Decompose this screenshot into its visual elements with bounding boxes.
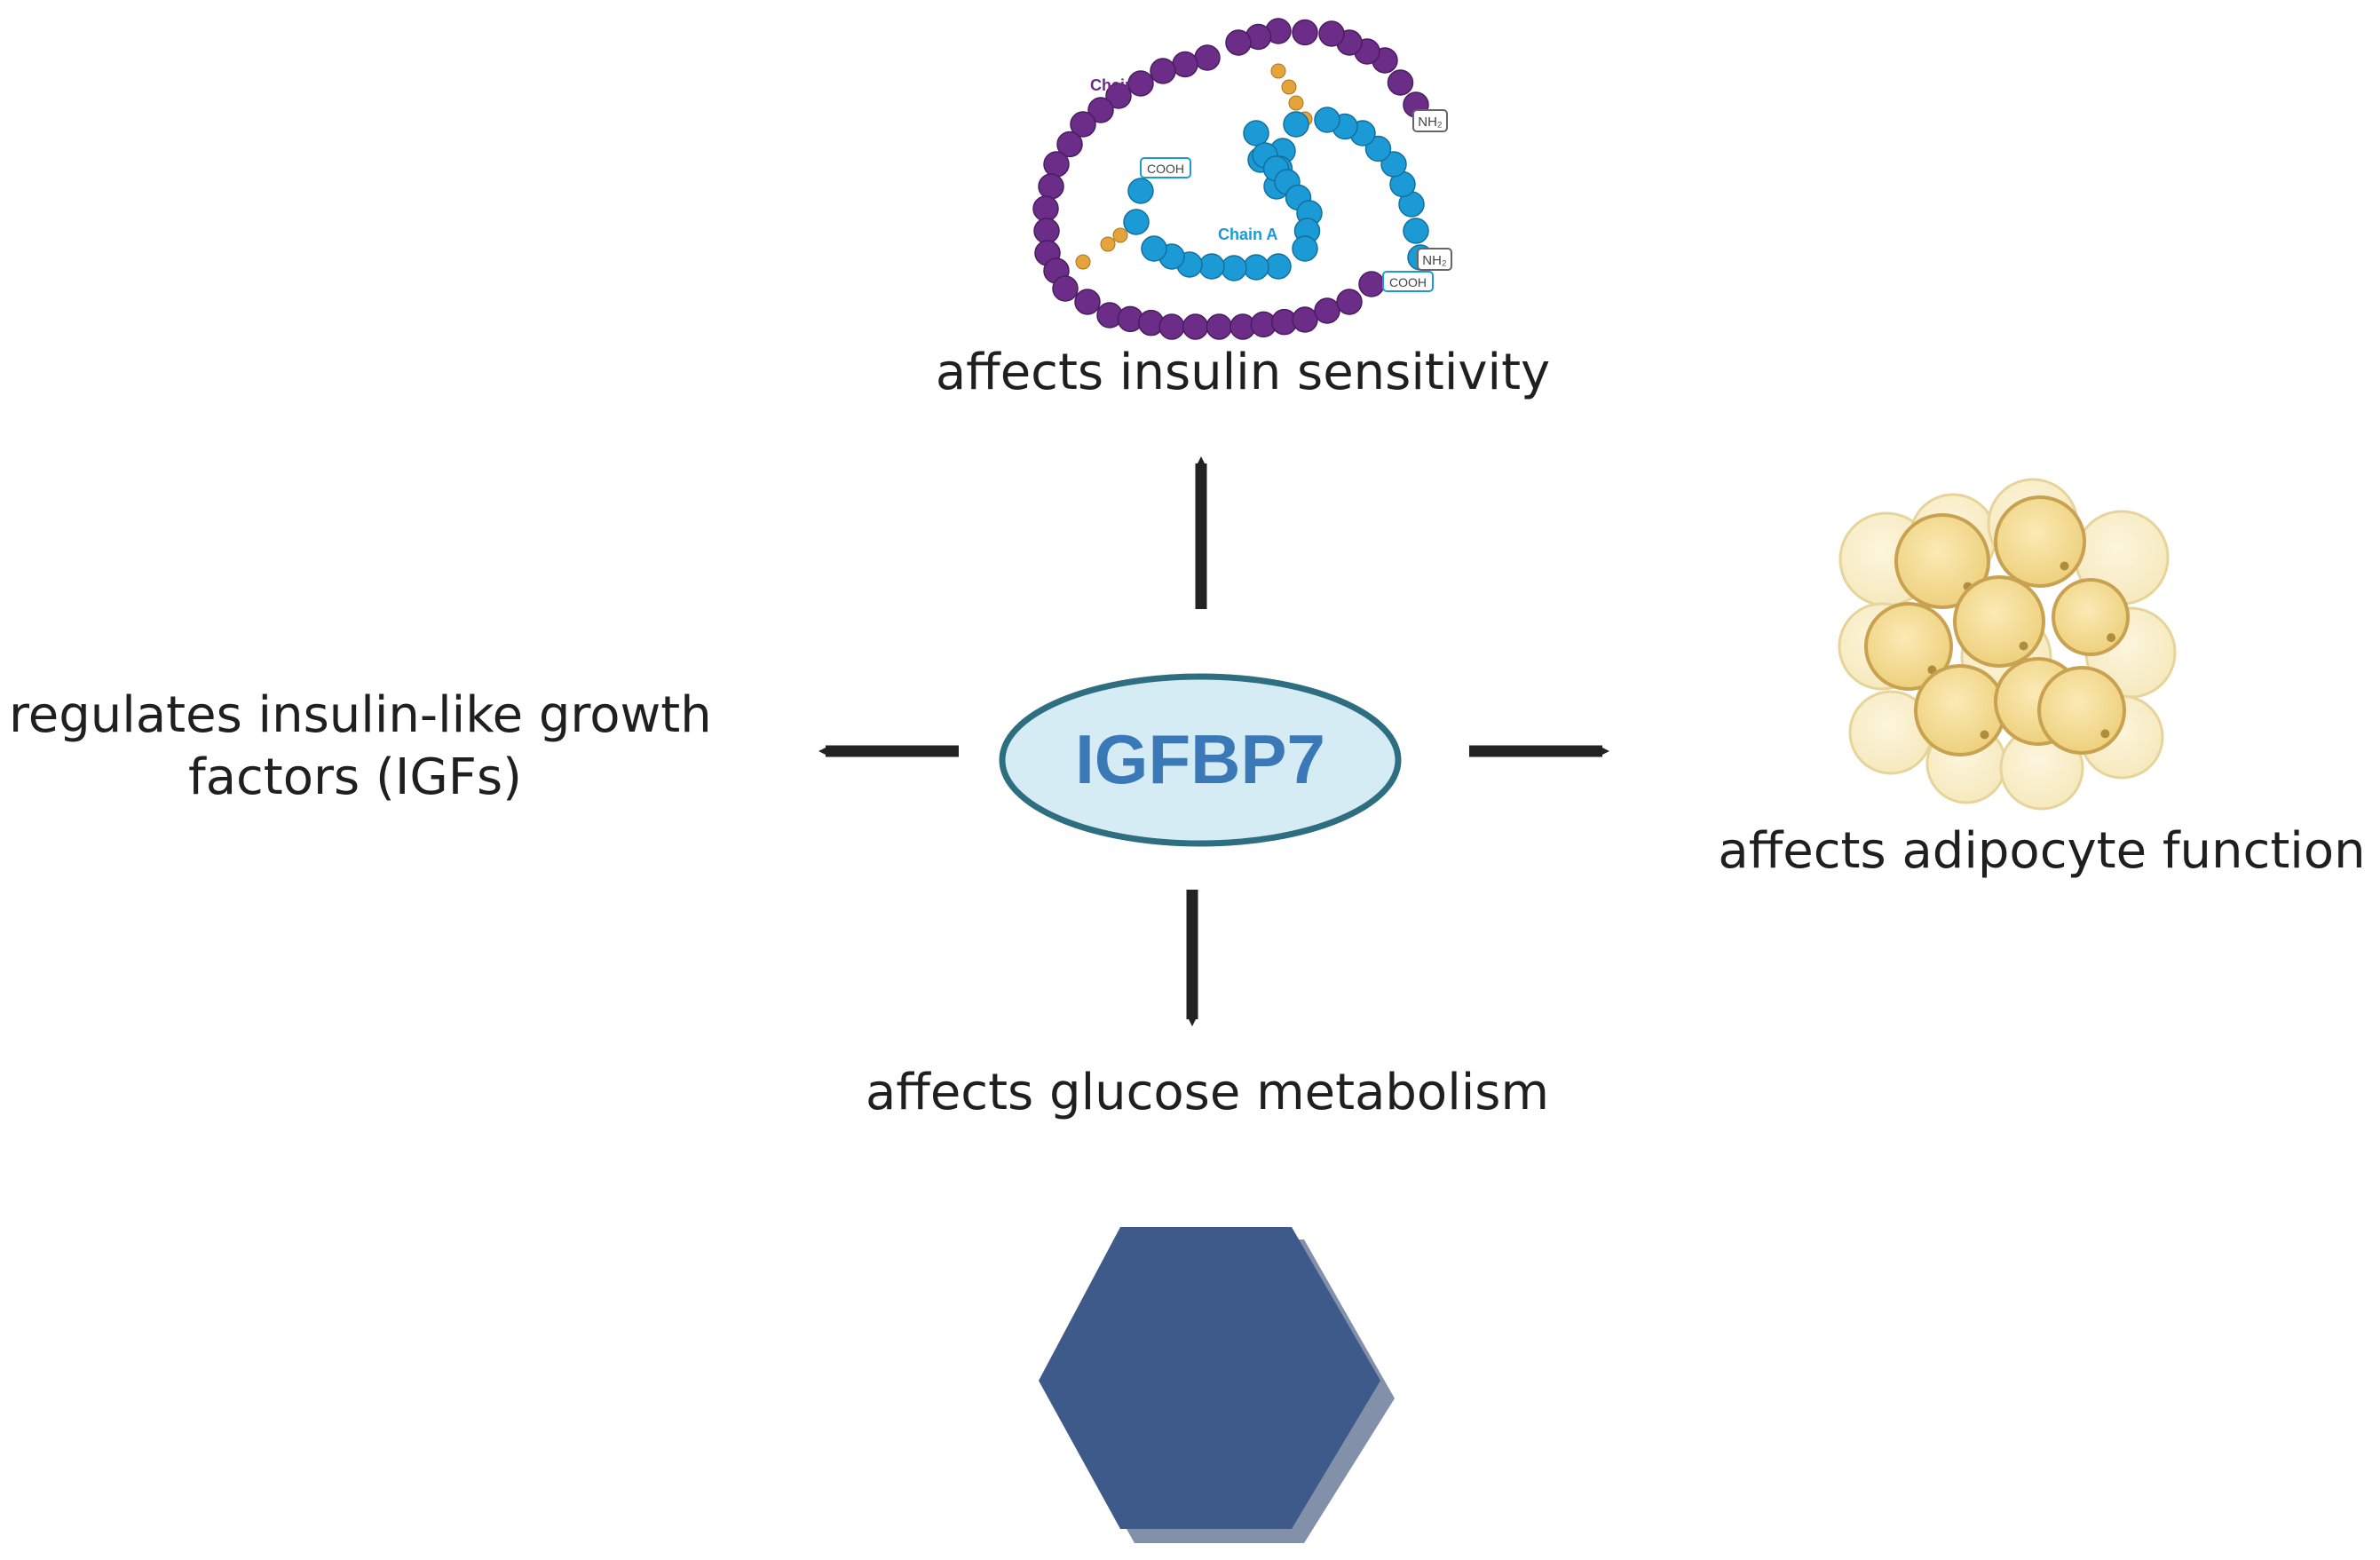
chain-b-residue — [1105, 83, 1132, 109]
chain-b-residue — [1056, 131, 1083, 158]
disulfide-bond — [1112, 227, 1128, 243]
chain-a-residue — [1265, 253, 1292, 280]
chain-b-residue — [1074, 289, 1101, 315]
insulin-molecule-illustration: NH₂ NH₂ COOH COOH Chain B Chain A — [1032, 18, 1452, 340]
chain-b-residue — [1225, 29, 1252, 56]
fat-cell-nucleus — [2100, 729, 2110, 739]
chain-a-label: Chain A — [1218, 226, 1277, 243]
chain-b-label: Chain B — [1090, 76, 1150, 94]
chain-a-residue — [1127, 178, 1154, 204]
chain-a-residue — [1198, 253, 1225, 280]
fat-cell-nucleus — [2107, 633, 2116, 643]
chain-a-residue — [1283, 111, 1309, 138]
fat-cell — [1994, 495, 2086, 588]
fat-cell — [2037, 666, 2126, 755]
chain-a-residue — [1243, 254, 1269, 281]
chain-b-residue — [1127, 70, 1154, 97]
fat-cell-nucleus — [1980, 730, 1989, 740]
chain-b-residue — [1336, 289, 1363, 315]
glucose-metabolism-label: affects glucose metabolism — [865, 1064, 1550, 1121]
chain-a-residue — [1292, 235, 1318, 262]
fat-cell — [1914, 664, 2006, 756]
insulin-sensitivity-label: affects insulin sensitivity — [935, 344, 1551, 401]
cooh-tag-b — [1382, 271, 1434, 292]
chain-b-residue — [1292, 19, 1318, 46]
chain-b-residue — [1194, 44, 1221, 71]
chain-b-residue — [1032, 195, 1059, 222]
hexagon-glucose-icon — [1039, 1227, 1380, 1529]
chain-b-residue — [1052, 275, 1079, 302]
nh2-tag-b — [1412, 109, 1448, 132]
chain-a-residue — [1221, 255, 1247, 281]
nh2-label-a: NH₂ — [1422, 253, 1447, 268]
chain-a-residue — [1364, 135, 1392, 162]
chain-b-residue — [1358, 271, 1385, 297]
disulfide-bond — [1100, 236, 1116, 252]
fat-cell-nucleus — [2060, 561, 2069, 571]
disulfide-bond — [1288, 95, 1304, 111]
chain-b-residue — [1043, 151, 1070, 178]
chain-a-residue — [1380, 151, 1407, 178]
cooh-tag-a — [1140, 157, 1191, 178]
igfbp7-label: IGFBP7 — [1075, 720, 1325, 798]
igf-label-line1: regulates insulin-like growth — [9, 686, 712, 744]
cooh-label-b: COOH — [1389, 275, 1427, 289]
fat-cell — [2052, 578, 2130, 656]
chain-b-residue — [1206, 313, 1233, 340]
chain-a-residue — [1243, 120, 1269, 146]
chain-a-residue — [1403, 218, 1429, 244]
chain-a-residue — [1314, 107, 1340, 133]
chain-b-residue — [1314, 297, 1340, 324]
chain-b-residue — [1150, 58, 1176, 84]
adipocyte-cluster-illustration — [1838, 478, 2177, 811]
igf-label-line2: factors (IGFs) — [187, 748, 523, 806]
nh2-tag-a — [1417, 248, 1452, 271]
chain-b-residue — [1182, 313, 1209, 340]
igfbp7-node — [999, 673, 1402, 847]
disulfide-bond — [1270, 63, 1286, 79]
chain-b-residue — [1038, 173, 1064, 200]
fat-cell — [1953, 575, 2045, 668]
chain-b-residue — [1292, 306, 1318, 333]
adipocyte-function-label: affects adipocyte function — [1718, 822, 2366, 880]
chain-a-residue — [1123, 209, 1150, 235]
chain-b-residue — [1172, 51, 1198, 78]
fat-cell-nucleus — [2019, 641, 2028, 651]
chain-b-residue — [1070, 111, 1096, 138]
chain-b-residue — [1087, 97, 1114, 123]
chain-b-residue — [1387, 69, 1414, 96]
fat-cell-nucleus — [1927, 665, 1937, 675]
chain-b-residue — [1033, 218, 1060, 244]
disulfide-bond — [1075, 254, 1091, 270]
cooh-label-a: COOH — [1147, 162, 1184, 176]
chain-b-residue — [1318, 20, 1345, 47]
nh2-label-b: NH₂ — [1418, 115, 1443, 130]
chain-b-residue — [1158, 313, 1185, 340]
chain-a-residue — [1141, 235, 1167, 262]
disulfide-bond — [1281, 79, 1297, 95]
